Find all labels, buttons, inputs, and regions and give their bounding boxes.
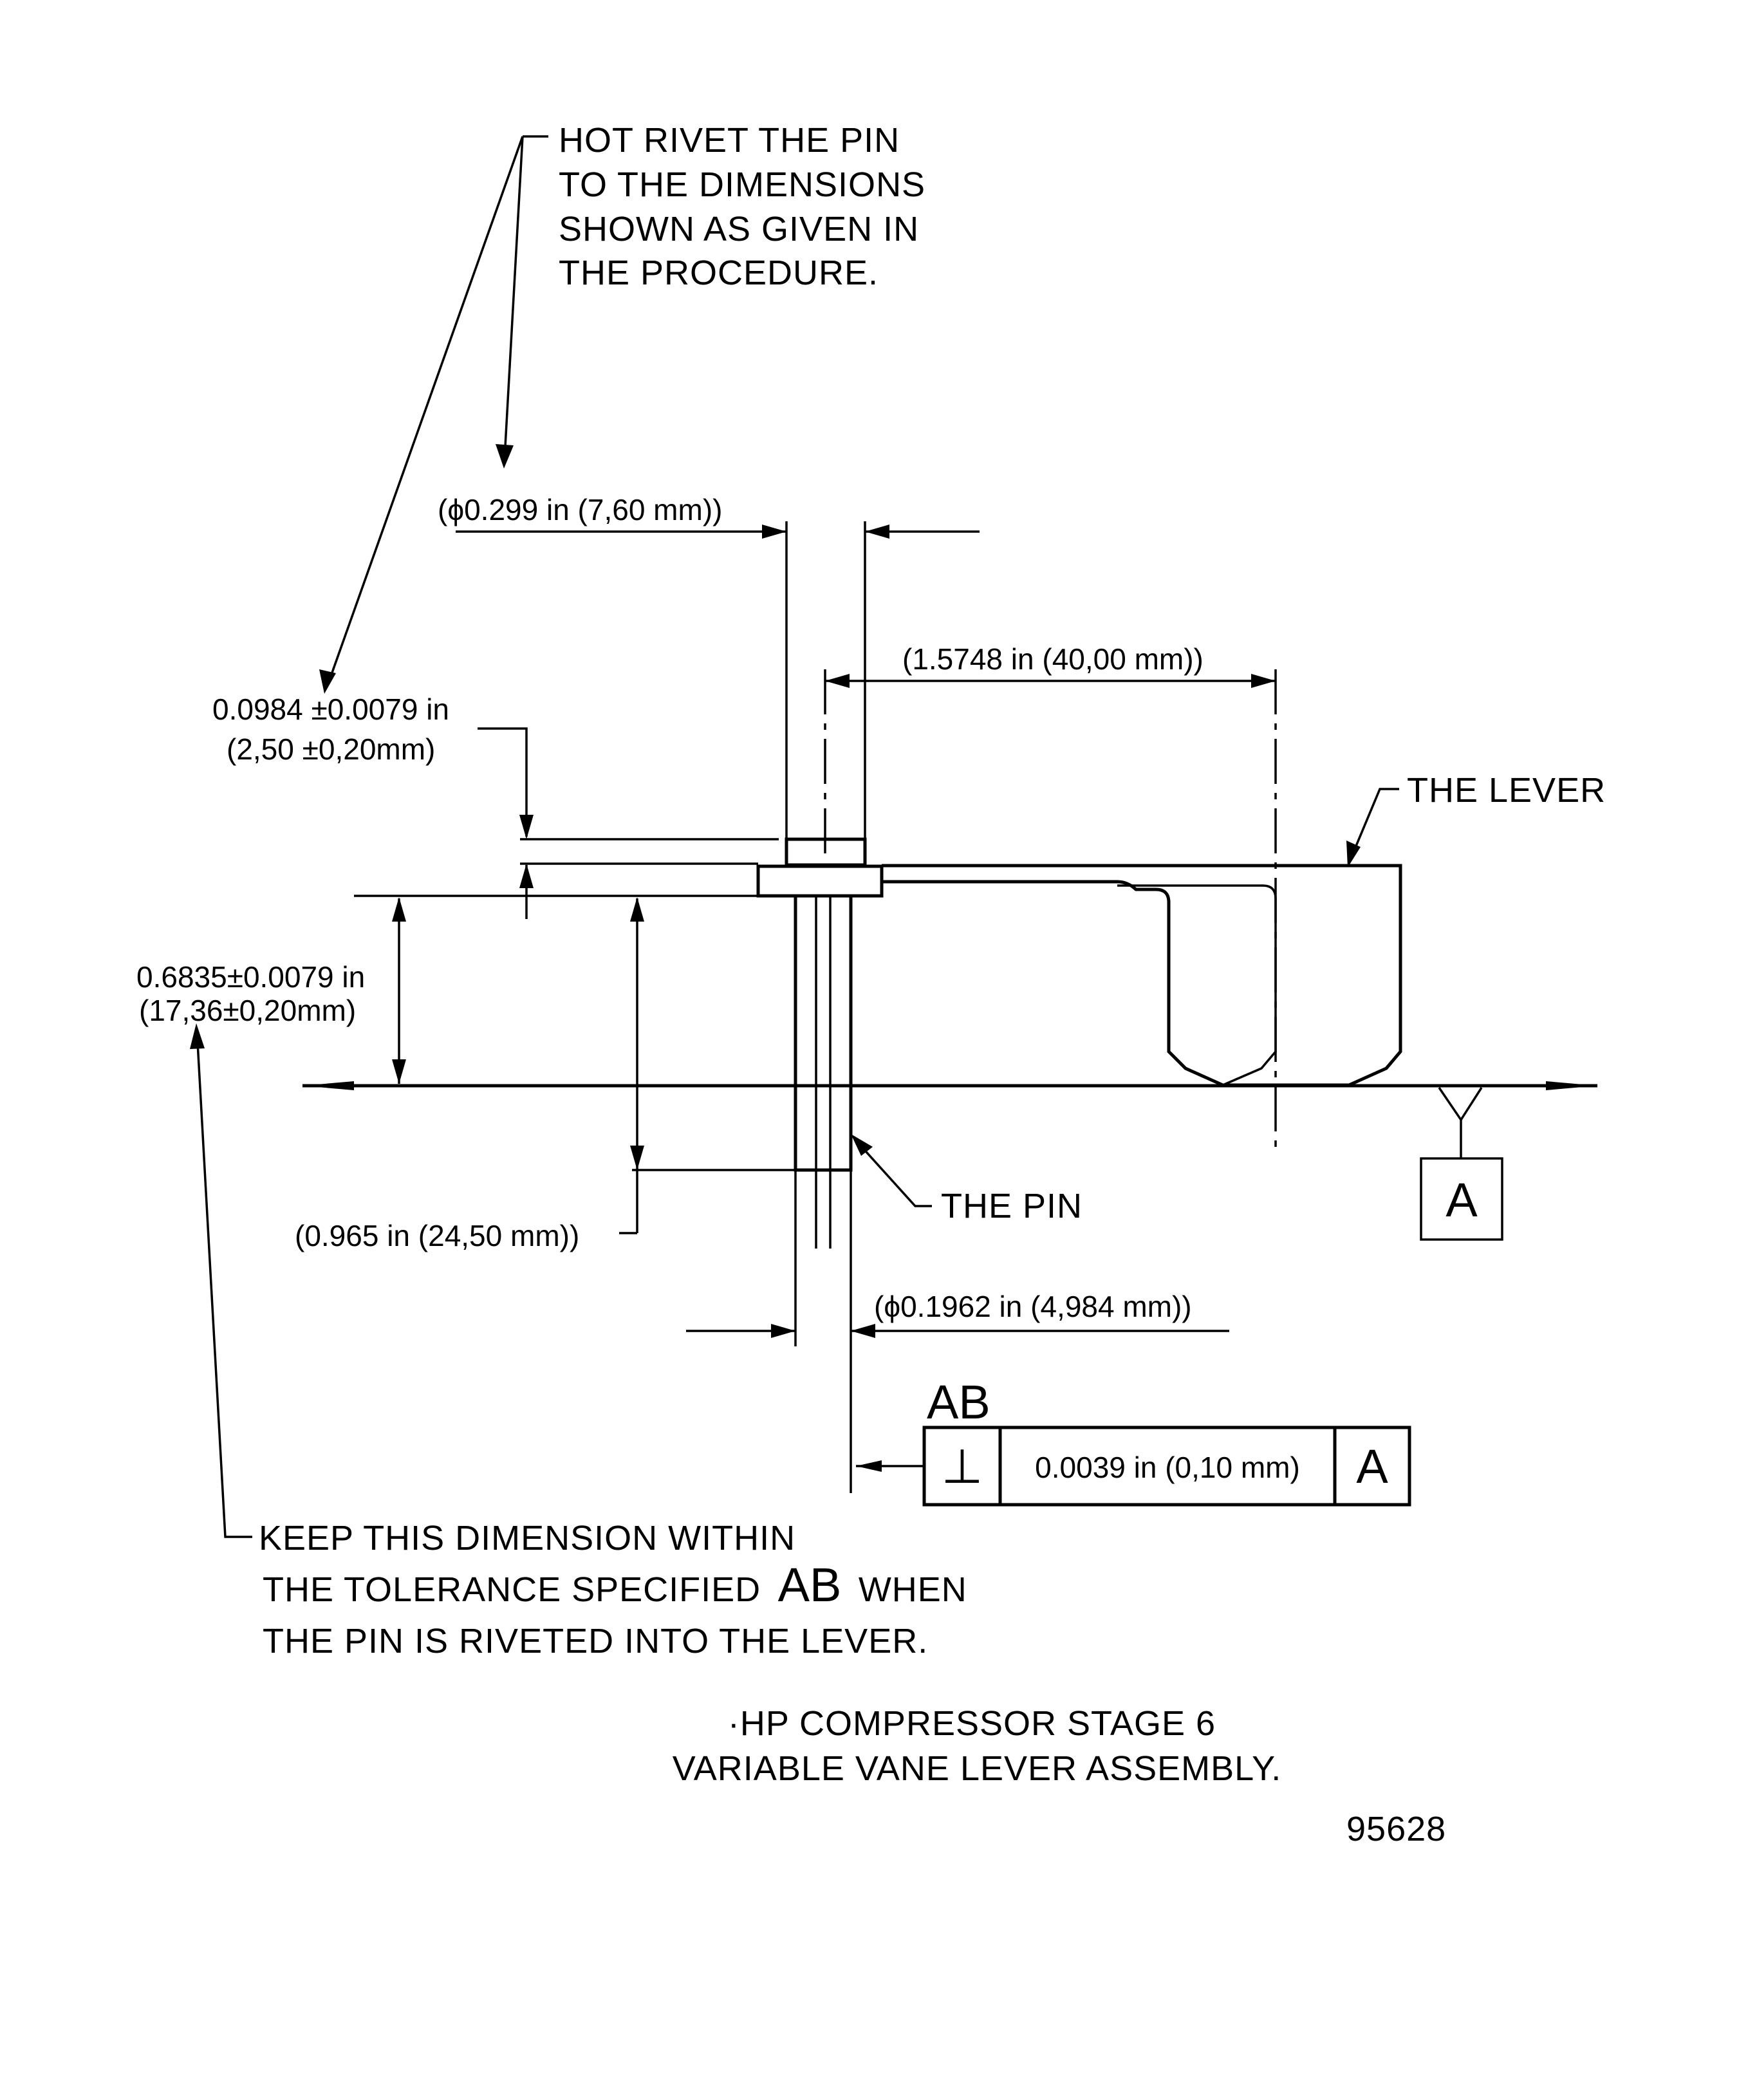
head-thickness-leader (478, 727, 528, 837)
dimension-arrowhead (519, 864, 534, 888)
keep-dimension-note: KEEP THIS DIMENSION WITHIN THE TOLERANCE… (259, 1519, 967, 1660)
pin-flange (756, 864, 884, 898)
lever-callout-leader (1349, 788, 1399, 860)
datum-line-end-left (302, 1081, 354, 1090)
lever-callout-label: THE LEVER (1407, 771, 1606, 810)
dimension-arrowhead (825, 674, 850, 688)
pin-length-dimension: (0.965 in (24,50 mm)) (295, 897, 795, 1252)
datum-base-line (302, 1081, 1597, 1090)
dimension-arrowhead (771, 1324, 795, 1338)
lever-length-label: (1.5748 in (40,00 mm)) (902, 642, 1204, 676)
dimension-arrowhead (851, 1324, 875, 1338)
tolerance-datum: A (1356, 1440, 1388, 1493)
leader-arrowhead (1346, 841, 1361, 868)
pin: THE PIN (756, 837, 1083, 1249)
datum-line-end-right (1546, 1081, 1597, 1090)
perpendicularity-symbol: ⊥ (942, 1440, 983, 1493)
pin-diameter-dimension: (ϕ0.1962 in (4,984 mm)) (686, 1171, 1229, 1493)
hot-rivet-leader-to-thickness (327, 136, 524, 684)
dimension-arrowhead (762, 525, 786, 539)
lever: THE LEVER (882, 771, 1606, 1087)
head-diameter-label: (ϕ0.299 in (7,60 mm)) (438, 493, 722, 526)
pin-callout-label: THE PIN (941, 1187, 1083, 1225)
leader-arrowhead (190, 1023, 205, 1049)
height-dimension: 0.6835±0.0079 in (17,36±0,20mm) (136, 895, 758, 1538)
dimension-arrowhead (519, 815, 534, 839)
pin-length-label: (0.965 in (24,50 mm)) (295, 1219, 579, 1252)
figure-number: 95628 (1346, 1810, 1446, 1848)
title-line-2: VARIABLE VANE LEVER ASSEMBLY. (673, 1749, 1281, 1788)
dimension-arrowhead (865, 525, 889, 539)
tolerance-value: 0.0039 in (0,10 mm) (1035, 1451, 1300, 1484)
head-thickness-mm-label: (2,50 ±0,20mm) (227, 732, 435, 766)
title-line-1: ·HP COMPRESSOR STAGE 6 (728, 1704, 1216, 1743)
lever-length-dimension: (1.5748 in (40,00 mm)) (824, 642, 1277, 1152)
keep-dimension-note-line-3: THE PIN IS RIVETED INTO THE LEVER. (263, 1622, 928, 1660)
pin-diameter-label: (ϕ0.1962 in (4,984 mm)) (874, 1290, 1192, 1323)
datum-a-symbol: A (1420, 1087, 1503, 1241)
lever-inner-edge (1117, 884, 1277, 1086)
hot-rivet-note: HOT RIVET THE PIN TO THE DIMENSIONS SHOW… (319, 121, 925, 694)
datum-triangle (1438, 1087, 1483, 1122)
tolerance-reference-label: AB (927, 1375, 990, 1429)
hot-rivet-note-line-1: HOT RIVET THE PIN (559, 121, 900, 160)
dimension-arrowhead (630, 1146, 644, 1170)
dimension-arrowhead (392, 897, 406, 922)
head-diameter-dimension: (ϕ0.299 in (7,60 mm)) (438, 493, 980, 855)
hot-rivet-note-line-4: THE PROCEDURE. (559, 254, 879, 292)
height-in-label: 0.6835±0.0079 in (136, 960, 365, 994)
pin-shank (794, 896, 853, 1172)
head-thickness-in-label: 0.0984 ±0.0079 in (212, 692, 449, 726)
hot-rivet-note-line-3: SHOWN AS GIVEN IN (559, 210, 919, 248)
datum-letter: A (1446, 1173, 1478, 1227)
keep-dimension-note-line-2: THE TOLERANCE SPECIFIED AB WHEN (263, 1558, 967, 1612)
tolerance-frame-box (922, 1426, 1411, 1507)
dimension-arrowhead (630, 897, 644, 922)
keep-dimension-note-line-2-text: THE TOLERANCE SPECIFIED (263, 1570, 761, 1609)
hot-rivet-leader-to-diameter (503, 136, 524, 459)
head-thickness-dimension: 0.0984 ±0.0079 in (2,50 ±0,20mm) (212, 692, 779, 919)
pin-callout-leader (853, 1138, 932, 1207)
keep-dimension-note-line-1: KEEP THIS DIMENSION WITHIN (259, 1519, 795, 1557)
hot-rivet-note-line-2: TO THE DIMENSIONS (559, 165, 925, 204)
drawing-title: ·HP COMPRESSOR STAGE 6 VARIABLE VANE LEV… (673, 1704, 1446, 1848)
leader-arrowhead (856, 1460, 882, 1472)
keep-dimension-leader (196, 1030, 252, 1538)
height-mm-label: (17,36±0,20mm) (139, 994, 356, 1027)
datum-box (1420, 1157, 1503, 1241)
dimension-arrowhead (1251, 674, 1276, 688)
leader-arrowhead (319, 669, 336, 694)
lever-outline (882, 864, 1402, 1087)
feature-control-frame: AB ⊥ 0.0039 in (0,10 mm) A (856, 1375, 1411, 1507)
leader-arrowhead (851, 1134, 873, 1156)
leader-arrowhead (496, 444, 514, 469)
keep-dimension-note-ab: AB (778, 1558, 842, 1612)
keep-dimension-note-when: WHEN (859, 1570, 967, 1609)
dimension-arrowhead (392, 1059, 406, 1084)
